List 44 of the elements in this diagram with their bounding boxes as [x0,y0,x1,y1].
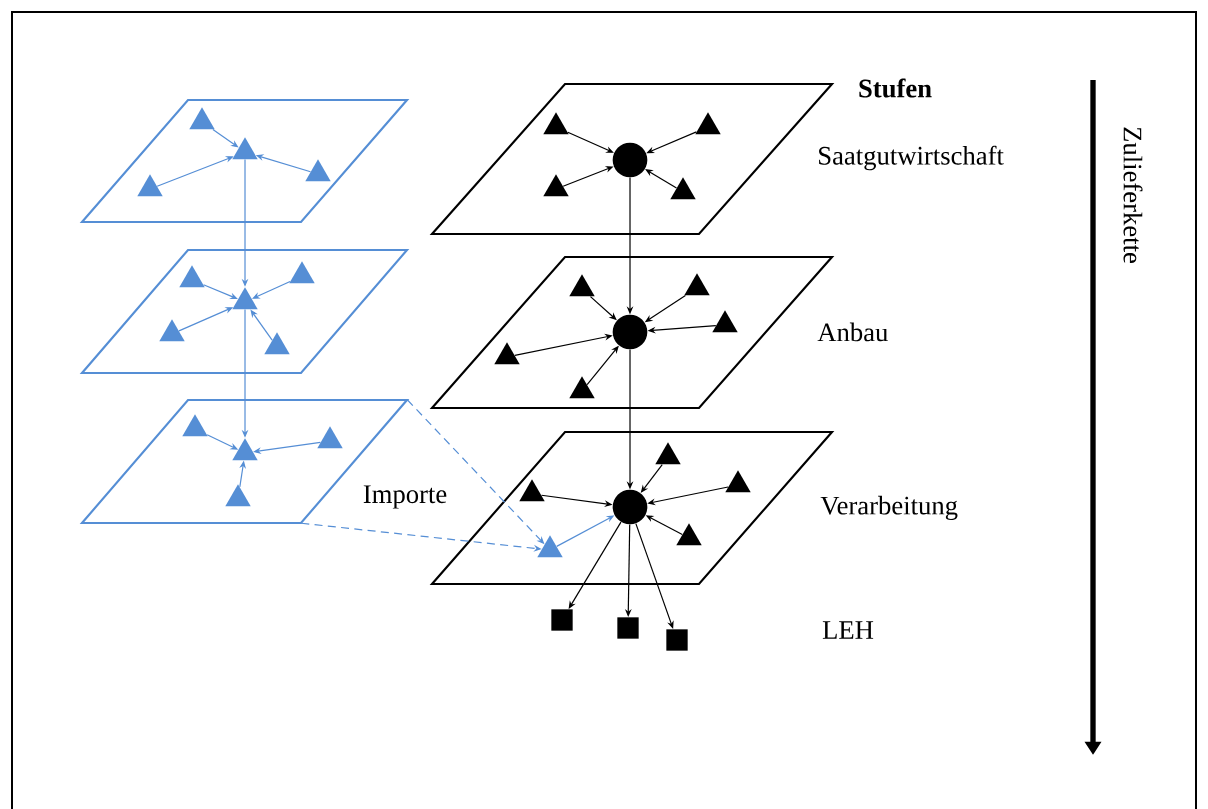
triangle [695,112,721,135]
triangle [537,535,563,558]
level-label: Verarbeitung [820,495,958,521]
triangle [494,342,520,365]
label: Importe [363,485,447,509]
triangle [189,107,215,130]
triangle [264,332,290,355]
triangle [543,174,569,197]
triangle [712,310,738,333]
arrow [645,169,678,189]
triangle [569,376,595,399]
arrow [567,131,614,153]
triangle [182,414,208,437]
triangle [676,523,702,546]
triangle [232,137,258,160]
triangle [519,479,545,502]
triangle [684,273,710,296]
triangle [305,159,331,182]
label: Zulieferkette [1123,127,1143,263]
level-label: Saatgutwirtschaft [819,145,1004,171]
triangle [179,265,205,288]
triangle [569,274,595,297]
triangle [655,442,681,465]
level-label: Anbau [817,322,888,342]
triangle [543,112,569,135]
circle [612,489,648,525]
square [551,609,573,631]
triangle [137,174,163,197]
triangle [159,319,185,342]
triangle [670,177,696,200]
triangle [289,261,315,284]
triangle [225,484,251,507]
arrow [212,129,239,148]
label: LEH [822,621,874,639]
square [617,617,639,639]
circle [612,314,648,350]
arrow [202,284,238,300]
circle [612,142,648,178]
triangle [232,438,258,461]
square [666,629,688,651]
triangle [232,287,258,310]
triangle [317,426,343,449]
triangle [725,470,751,493]
label: Stufen [859,78,932,98]
